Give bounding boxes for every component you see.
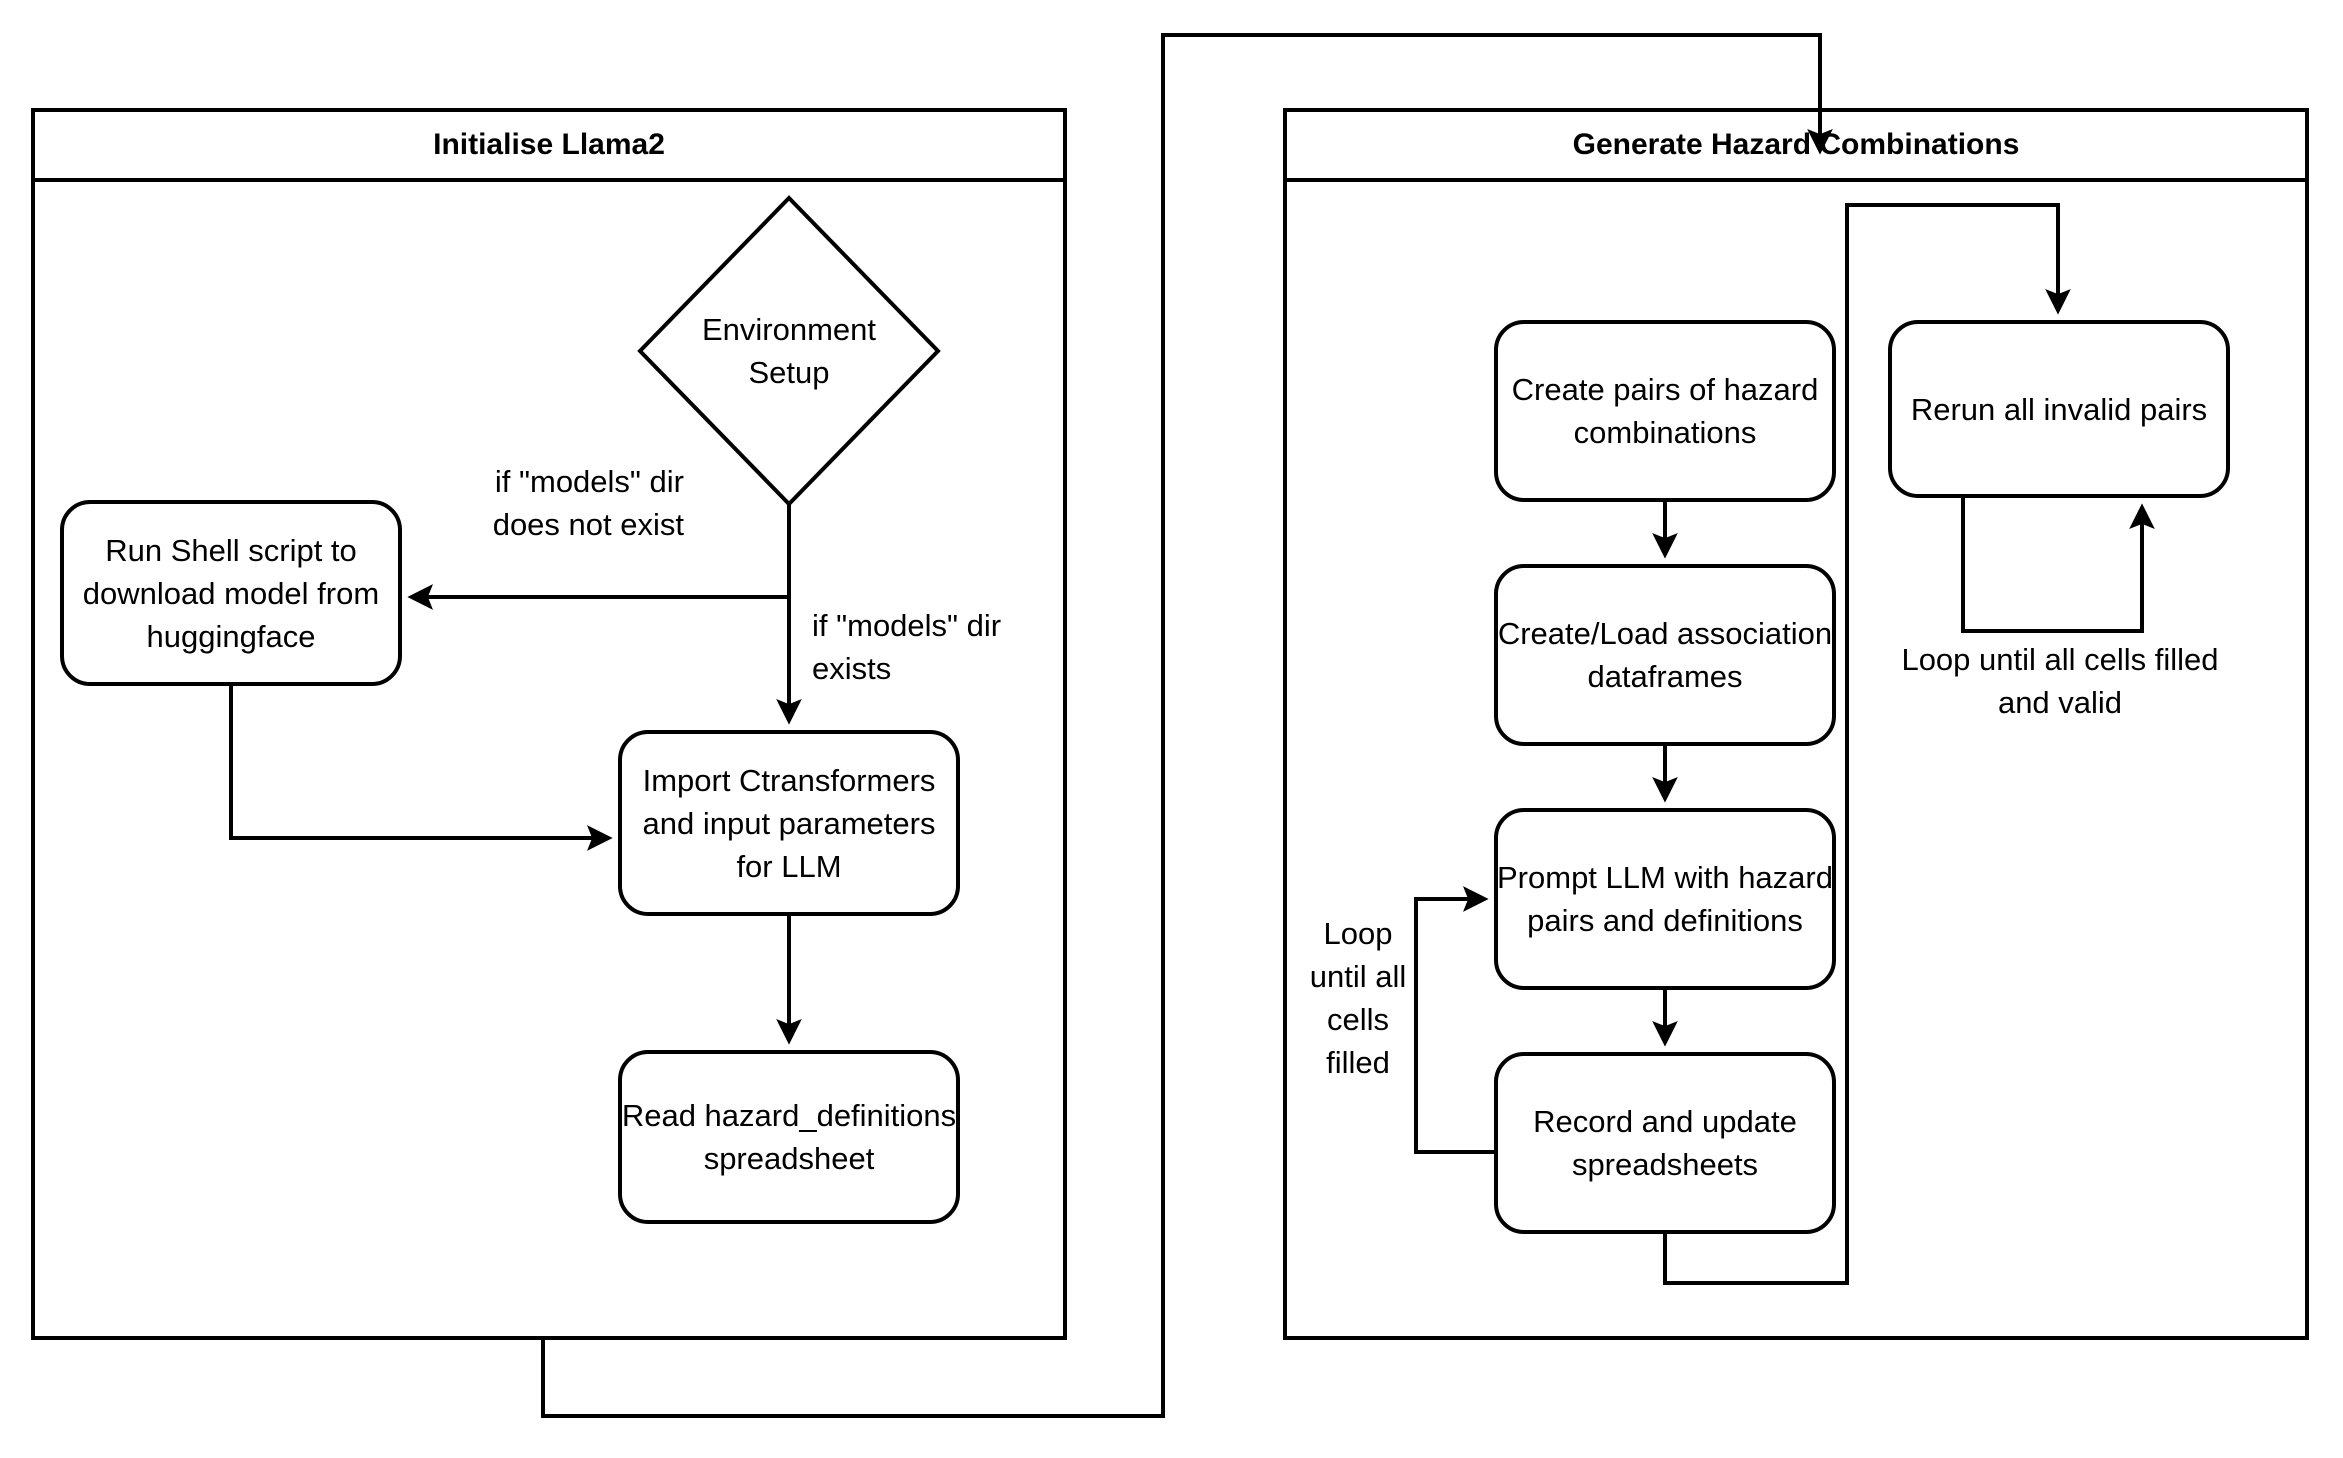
edge-label-models-dir-missing: if "models" dir does not exist — [492, 464, 684, 542]
panel-title-generate-hazard-combinations: Generate Hazard Combinations — [1572, 128, 2020, 161]
node-label-create-load-association: Create/Load association dataframes — [1497, 616, 1833, 694]
node-label-import-ctransformers: Import Ctransformers and input parameter… — [642, 762, 936, 884]
node-label-rerun-invalid: Rerun all invalid pairs — [1910, 391, 2208, 427]
node-label-environment-setup: Environment Setup — [640, 298, 938, 404]
node-label-prompt-llm: Prompt LLM with hazard pairs and definit… — [1497, 860, 1833, 938]
node-label-run-shell-script: Run Shell script to download model from … — [82, 532, 380, 654]
node-rerun-invalid[interactable] — [1888, 320, 2230, 498]
edge-label-loop-all-cells-filled-valid: Loop until all cells filled and valid — [1901, 642, 2219, 720]
edge-label-loop-all-cells-filled: Loop until all cells filled — [1309, 916, 1407, 1080]
edge-record-loop-to-prompt-llm — [1414, 886, 1496, 1154]
environment-setup-line-1: Environment — [701, 312, 877, 347]
node-label-read-hazard-definitions: Read hazard_definitions spreadsheet — [621, 1098, 957, 1176]
node-read-hazard-definitions[interactable] — [618, 1050, 960, 1224]
panel-title-initialise-llama2: Initialise Llama2 — [433, 128, 665, 161]
edge-panel-left-to-panel-right — [541, 33, 1833, 1418]
environment-setup-line-2: Setup — [748, 355, 830, 390]
edge-rerun-invalid-self-loop — [1961, 496, 2155, 633]
edge-label-models-dir-exists: if "models" dir exists — [812, 608, 1002, 686]
edge-shell-script-to-import — [229, 684, 613, 851]
node-label-record-update: Record and update spreadsheets — [1533, 1104, 1797, 1182]
edge-record-to-rerun-invalid — [1663, 203, 2071, 1285]
node-label-create-pairs: Create pairs of hazard combinations — [1511, 372, 1819, 450]
